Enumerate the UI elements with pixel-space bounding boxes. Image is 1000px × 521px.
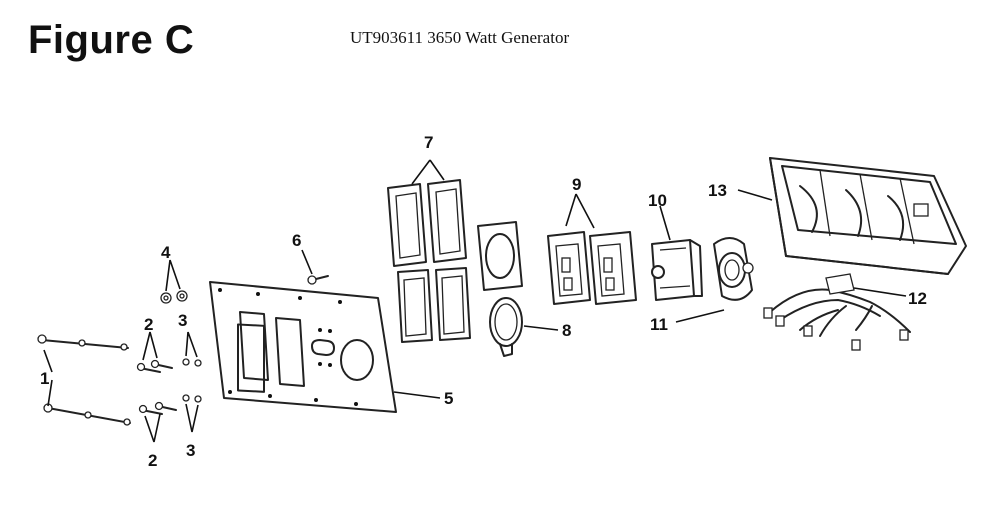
callout-7: 7	[424, 133, 433, 152]
part-5-panel-plate: 5	[209, 281, 453, 413]
part-8-round-cover: 8	[477, 221, 571, 357]
callout-10: 10	[648, 191, 667, 210]
part-6-screw: 6	[292, 231, 329, 285]
callout-2-bottom: 2	[148, 451, 157, 470]
part-12-wire-harness: 12	[763, 273, 927, 351]
part-3-washers: 3 3	[178, 311, 202, 460]
part-2-screws: 2 2	[136, 315, 177, 470]
figure-subtitle: UT903611 3650 Watt Generator	[350, 28, 570, 47]
callout-1: 1	[40, 369, 49, 388]
callout-11: 11	[650, 315, 668, 334]
part-7-outlet-covers: 7	[387, 133, 471, 343]
callout-6: 6	[292, 231, 301, 250]
callout-3-bottom: 3	[186, 441, 195, 460]
part-10-switch: 10	[648, 191, 703, 301]
callout-5: 5	[444, 389, 453, 408]
part-4-nuts: 4	[160, 243, 188, 304]
part-9-receptacles: 9	[547, 175, 637, 305]
callout-2-top: 2	[144, 315, 153, 334]
callout-4: 4	[161, 243, 171, 262]
callout-12: 12	[908, 289, 927, 308]
callout-3-top: 3	[178, 311, 187, 330]
part-1-screws: 1	[37, 334, 131, 426]
figure-title: Figure C	[28, 18, 195, 62]
callout-9: 9	[572, 175, 581, 194]
part-11-twist-lock: 11	[650, 237, 754, 334]
callout-13: 13	[708, 181, 727, 200]
part-13-housing-box: 13	[708, 157, 967, 275]
callout-8: 8	[562, 321, 571, 340]
